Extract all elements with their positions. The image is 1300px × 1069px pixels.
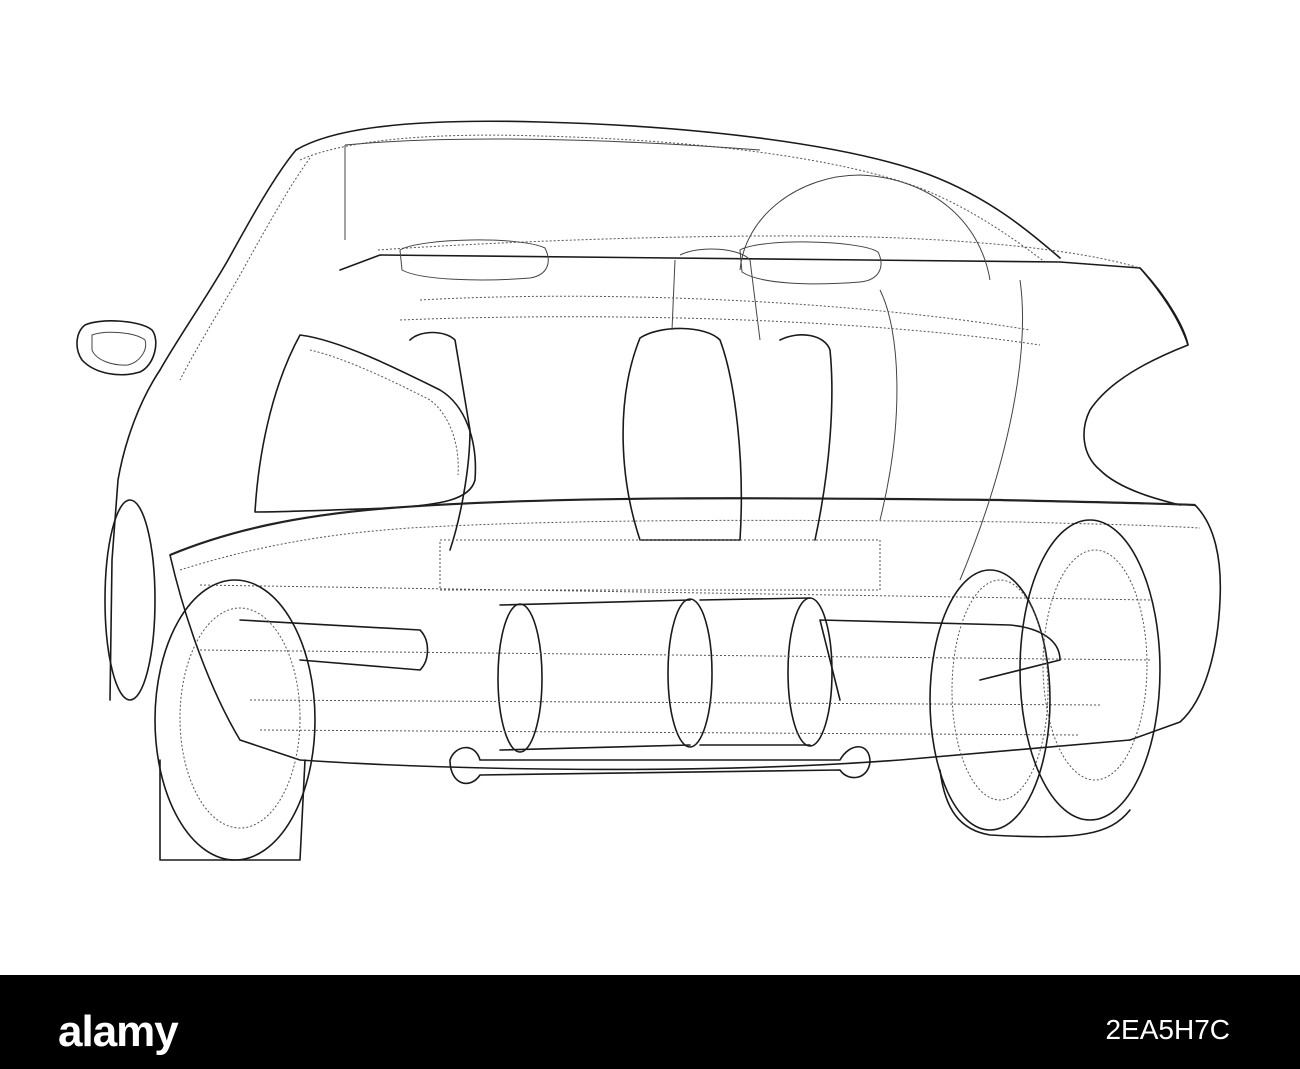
left-front-wheel (104, 499, 156, 701)
chassis-rail-bottom (249, 699, 1101, 736)
battery-cylinder-left (499, 599, 691, 751)
right-rear-wheel (929, 569, 1051, 831)
car-wireframe-svg (76, 120, 1222, 861)
rear-window-inner (377, 235, 1141, 269)
right-front-wheel-rim (1042, 549, 1148, 781)
rear-window (339, 254, 1189, 346)
trunk-lid (169, 497, 1196, 557)
headrest-left (399, 239, 549, 281)
side-mirror (76, 320, 157, 376)
rear-seat-right (779, 334, 833, 541)
chassis-rail-top (199, 584, 1151, 661)
left-axle (239, 619, 429, 671)
battery-cap-left (497, 603, 543, 753)
roof-highlight (344, 138, 761, 240)
rear-bumper (1129, 504, 1222, 741)
headrest-right (739, 241, 882, 285)
left-pillar-inner (179, 157, 311, 381)
car-wireframe-illustration (76, 120, 1222, 861)
right-rear-wheel-rim (951, 579, 1049, 801)
steering-wheel (739, 174, 991, 281)
front-seat (671, 248, 761, 341)
trunk-lid-inner (179, 519, 1201, 571)
rear-bumper-bottom (169, 554, 1131, 771)
right-front-wheel (1019, 519, 1161, 821)
left-tail-light (254, 334, 477, 513)
interior-dash-line (399, 295, 1041, 346)
rear-seat-center (622, 327, 743, 541)
roof-outline (295, 120, 1061, 259)
license-plate-area (439, 539, 881, 591)
left-pillar (159, 149, 297, 371)
battery-cylinder-right (699, 597, 811, 746)
brand-logo: alamy (58, 1007, 179, 1056)
battery-cap-right (787, 597, 833, 747)
battery-cap-mid (667, 598, 713, 748)
exhaust-pipe (449, 745, 871, 785)
rear-seat-left (409, 331, 471, 551)
left-body-side (109, 369, 161, 701)
image-id-label: 2EA5H7C (1105, 1014, 1230, 1045)
rear-axle (819, 619, 1061, 701)
interior-door-line (879, 279, 1023, 581)
roof-inner-line (299, 134, 1046, 263)
right-wheel-tire-bottom (939, 769, 1131, 838)
left-tail-light-inner (309, 349, 459, 476)
right-tail-light (1083, 267, 1189, 506)
left-rear-wheel (154, 579, 316, 861)
watermark-bar (0, 975, 1300, 1069)
side-mirror-inner (91, 331, 147, 366)
left-rear-wheel-rim (179, 607, 301, 829)
left-wheel-tire-bottom (159, 759, 306, 861)
